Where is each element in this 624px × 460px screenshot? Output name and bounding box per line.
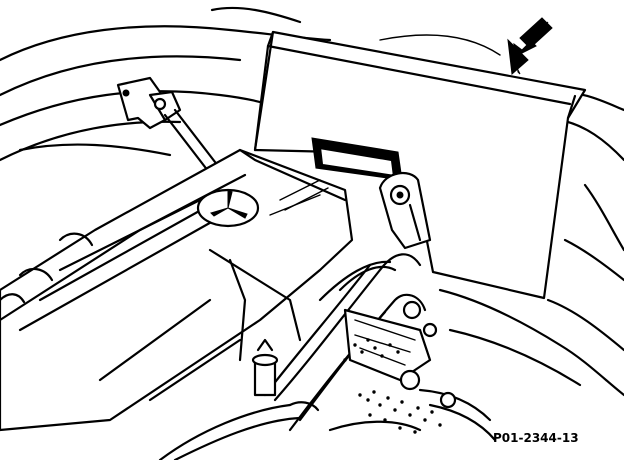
hose-bundle — [263, 253, 438, 432]
cover-plate — [253, 30, 587, 300]
stippled-shading — [343, 338, 442, 434]
hood-contour-lines — [0, 6, 624, 397]
figure-reference-code: P01-2344-13 — [493, 431, 579, 445]
down-left-arrow-icon — [507, 17, 553, 76]
bracket — [378, 171, 432, 250]
oil-filler-plug — [251, 338, 279, 397]
intake-runners — [0, 232, 94, 304]
lower-pipes — [158, 388, 497, 460]
three-pointed-star-emblem — [196, 188, 260, 228]
engine-cover — [0, 148, 354, 432]
